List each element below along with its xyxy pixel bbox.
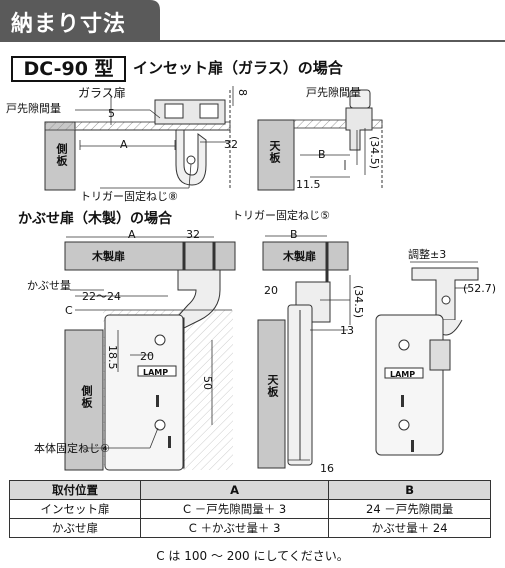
dim-13: 13	[340, 324, 354, 337]
label-side-panel-2: 側板	[80, 385, 93, 409]
dim-52-7: (52.7)	[463, 282, 497, 295]
dim-a-1: A	[120, 138, 128, 151]
table-cell: かぶせ扉	[9, 518, 141, 538]
label-glass-door: ガラス扉	[78, 86, 126, 100]
label-overlap: かぶせ量	[27, 279, 71, 292]
footnote: C は 100 ～ 200 にしてください。	[156, 549, 349, 563]
label-adjust: 調整±3	[408, 248, 447, 261]
table-cell: C －戸先隙間量＋ 3	[139, 499, 330, 519]
dim-18-5: 18.5	[106, 345, 119, 370]
table-header-row: 取付位置 A B	[9, 480, 491, 500]
dim-b-1: B	[318, 148, 326, 161]
label-wood-door-1: 木製扉	[92, 250, 125, 263]
label-top-panel-1: 天板	[268, 140, 281, 164]
page-title: 納まり寸法	[11, 12, 127, 37]
model-name: DC-90 型	[11, 56, 126, 82]
dim-8: 8	[236, 89, 249, 96]
table-header-cell: A	[139, 480, 330, 500]
dim-22-24: 22～24	[82, 290, 121, 303]
table-cell: C ＋かぶせ量＋ 3	[139, 518, 330, 538]
table-row: インセット扉 C －戸先隙間量＋ 3 24 －戸先隙間量	[9, 499, 491, 519]
spec-table: 取付位置 A B インセット扉 C －戸先隙間量＋ 3 24 －戸先隙間量 かぶ…	[9, 480, 491, 538]
table-row: かぶせ扉 C ＋かぶせ量＋ 3 かぶせ量＋ 24	[9, 518, 491, 538]
dim-50: 50	[201, 376, 214, 390]
label-trigger-screw-8: トリガー固定ねじ⑧	[80, 190, 178, 203]
drawing-overlay-side	[64, 236, 236, 471]
dim-b-2: B	[290, 228, 298, 241]
drawing-inset-top	[257, 89, 383, 191]
dim-32-b: 32	[186, 228, 200, 241]
dim-20-a: 20	[140, 350, 154, 363]
label-body-screw-4: 本体固定ねじ④	[34, 442, 110, 455]
table-cell: 24 －戸先隙間量	[328, 499, 491, 519]
label-brand-1: LAMP	[143, 368, 169, 377]
dim-c: C	[65, 304, 73, 317]
label-trigger-screw-5: トリガー固定ねじ⑤	[232, 209, 330, 222]
dim-34-5-a: (34.5)	[368, 136, 381, 170]
technical-drawing	[44, 86, 479, 471]
header-bar	[0, 0, 505, 42]
dim-34-5-b: (34.5)	[352, 285, 365, 319]
model-caption: インセット扉（ガラス）の場合	[133, 59, 343, 77]
dim-16: 16	[320, 462, 334, 475]
drawing-inset-side	[44, 86, 234, 191]
label-door-tip-gap-1: 戸先隙間量	[6, 102, 61, 115]
label-side-panel-1: 側板	[55, 143, 68, 167]
label-top-panel-2: 天板	[266, 374, 279, 398]
dim-5: 5	[108, 107, 115, 120]
label-brand-2: LAMP	[390, 370, 416, 379]
table-header-cell: B	[328, 480, 491, 500]
table-cell: かぶせ量＋ 24	[328, 518, 491, 538]
dim-20-b: 20	[264, 284, 278, 297]
table-header-cell: 取付位置	[9, 480, 141, 500]
label-door-tip-gap-2: 戸先隙間量	[306, 86, 361, 99]
label-wood-door-2: 木製扉	[283, 250, 316, 263]
table-cell: インセット扉	[9, 499, 141, 519]
dim-a-2: A	[128, 228, 136, 241]
drawing-latch-front	[375, 261, 479, 456]
section-caption-overlay-door: かぶせ扉（木製）の場合	[18, 211, 172, 227]
dim-11-5: 11.5	[296, 178, 321, 191]
dim-32-a: 32	[224, 138, 238, 151]
drawing-overlay-top	[257, 235, 351, 469]
